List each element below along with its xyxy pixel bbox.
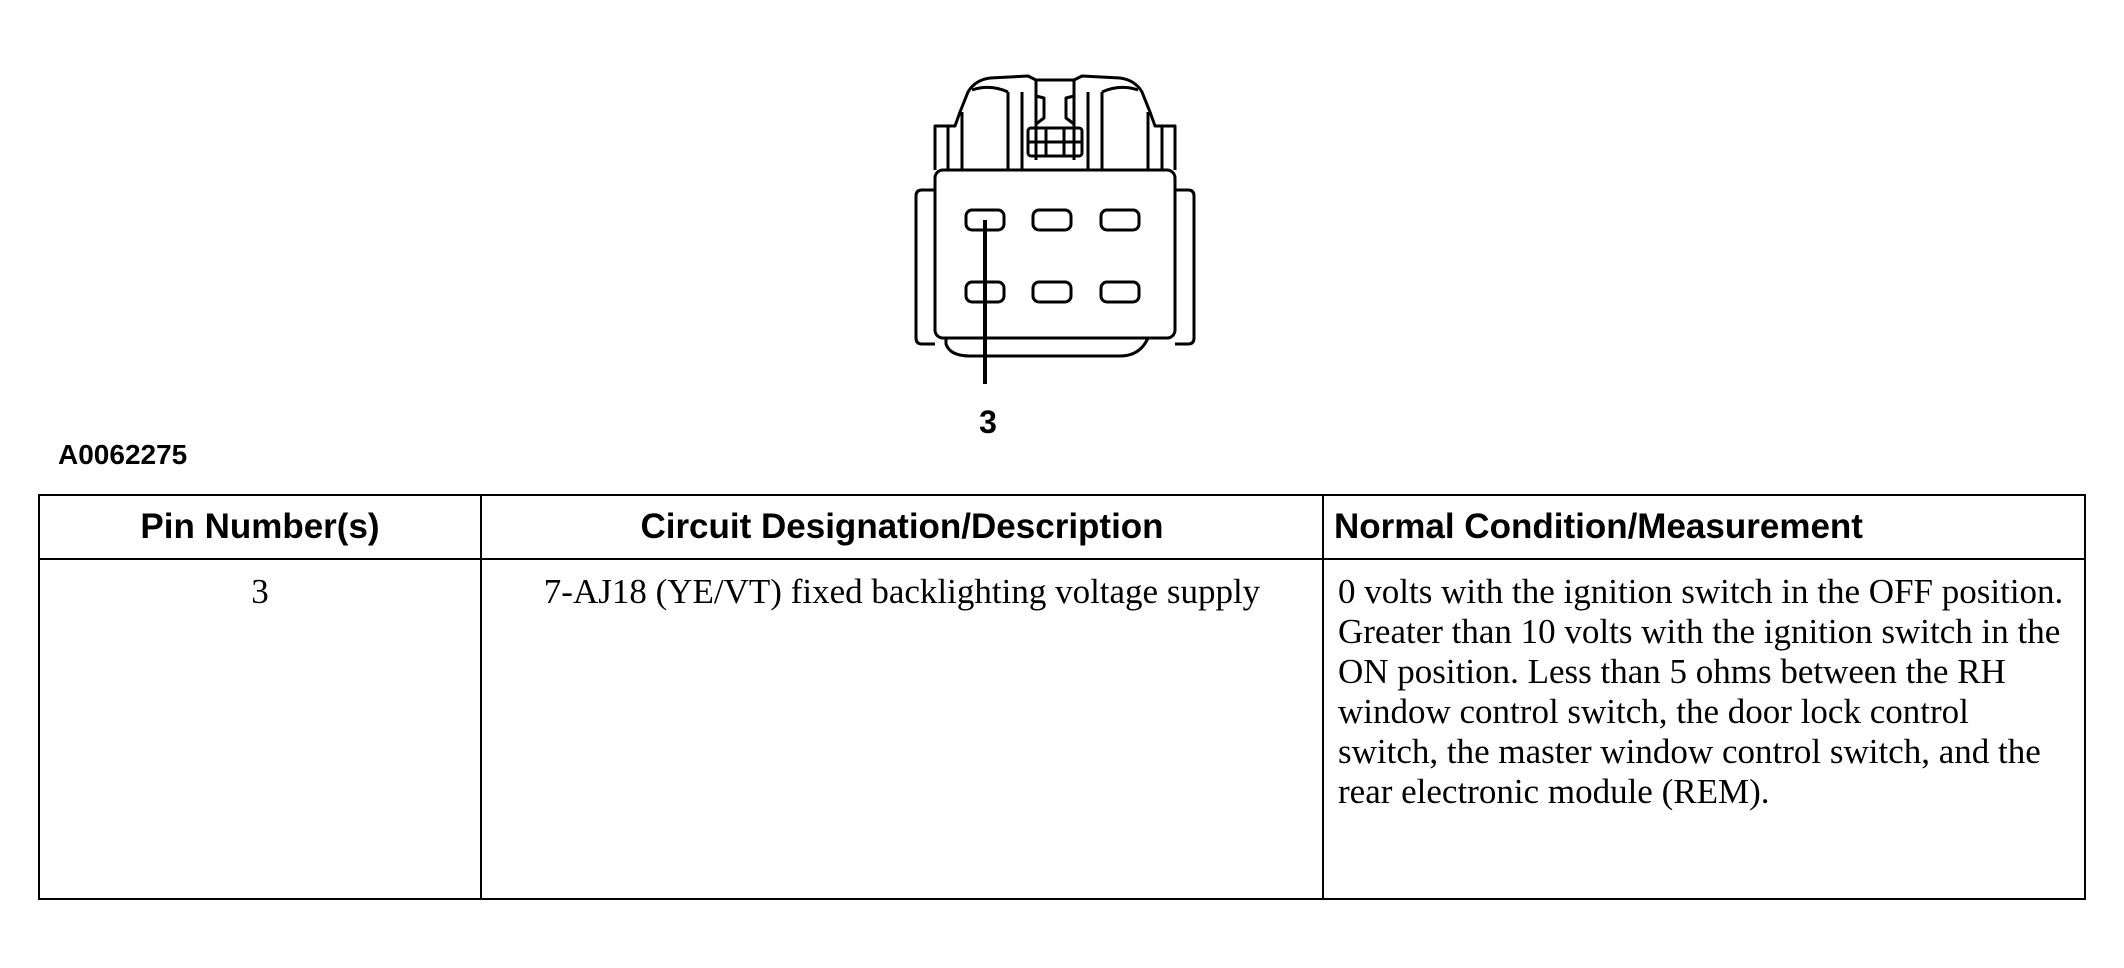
left-ear — [914, 188, 935, 346]
top-shroud — [933, 74, 1177, 170]
pin-cavity — [1099, 280, 1141, 304]
top-shroud-arc-right — [1101, 85, 1139, 94]
top-shroud-inner-right — [1086, 92, 1164, 170]
table-header-row: Pin Number(s) Circuit Designation/Descri… — [38, 494, 2086, 560]
header-circuit-description: Circuit Designation/Description — [480, 494, 1324, 560]
connector-housing — [933, 168, 1177, 340]
header-pin-number: Pin Number(s) — [38, 494, 482, 560]
figure-id: A0062275 — [58, 439, 188, 470]
housing-skirt — [944, 337, 1150, 358]
cell-pin-number: 3 — [38, 558, 482, 900]
right-ear — [1175, 188, 1196, 346]
pin-cavity — [1031, 208, 1073, 232]
pin-cavity — [1031, 280, 1073, 304]
pin-cavity — [1099, 208, 1141, 232]
locking-tab — [1034, 78, 1076, 160]
pin-callout-label: 3 — [979, 404, 997, 440]
header-normal-condition: Normal Condition/Measurement — [1322, 494, 2086, 560]
table-row: 3 7-AJ18 (YE/VT) fixed backlighting volt… — [38, 558, 2086, 900]
pin-table: Pin Number(s) Circuit Designation/Descri… — [38, 494, 2086, 900]
cell-circuit-description: 7-AJ18 (YE/VT) fixed backlighting voltag… — [480, 558, 1324, 900]
cell-normal-condition: 0 volts with the ignition switch in the … — [1322, 558, 2086, 900]
top-shroud-arc-left — [971, 85, 1009, 94]
top-shroud-inner-left — [946, 92, 1024, 170]
